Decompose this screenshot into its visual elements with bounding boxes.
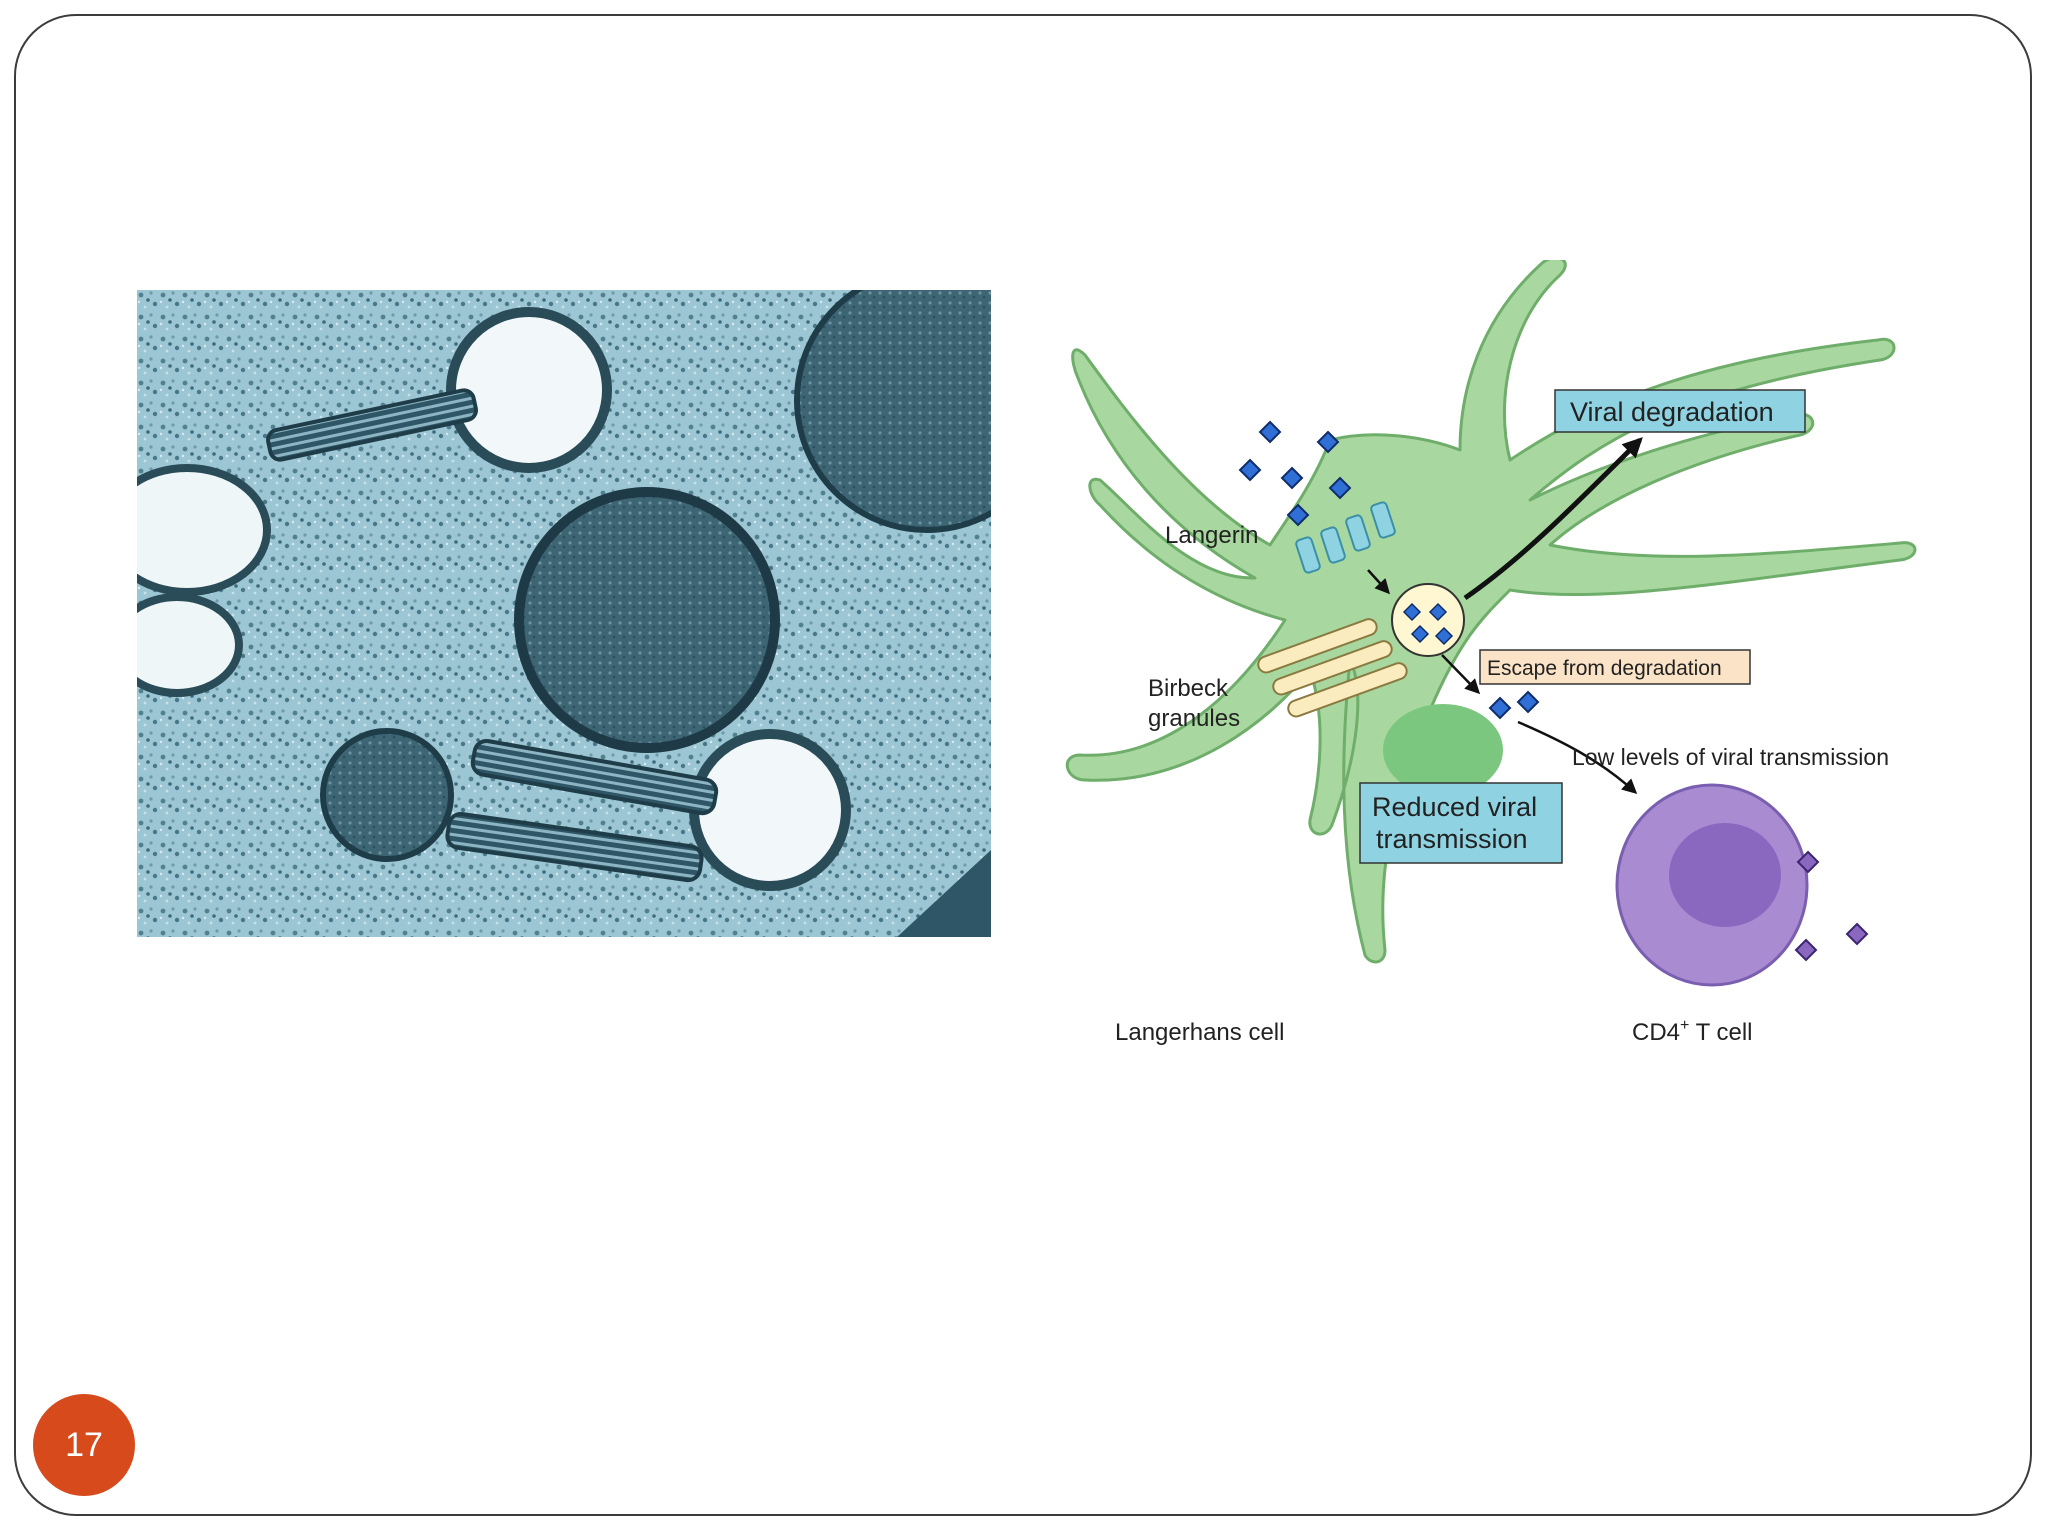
- box-reduced-line2: transmission: [1376, 824, 1528, 854]
- langerin-receptors: [1295, 501, 1396, 574]
- cd4-t-cell-nucleus: [1669, 823, 1781, 927]
- label-langerhans-cell: Langerhans cell: [1115, 1019, 1284, 1046]
- box-escape-text: Escape from degradation: [1487, 657, 1722, 680]
- box-reduced-line1: Reduced viral: [1372, 792, 1537, 822]
- arrow-to-escape: [1441, 654, 1481, 695]
- label-cd4-t-cell: CD4+ T cell: [1632, 1017, 1753, 1046]
- escaped-virions: [1488, 690, 1540, 720]
- birbeck-granule-micrograph: [137, 290, 991, 937]
- label-langerin: Langerin: [1165, 522, 1258, 549]
- box-escape: [1479, 649, 1751, 685]
- birbeck-granule-rods: [1257, 618, 1408, 718]
- label-low-levels: Low levels of viral transmission: [1572, 744, 1889, 770]
- arrow-to-degradation: [1463, 437, 1643, 601]
- langerhans-nucleus: [1383, 704, 1503, 796]
- bound-virions: [1794, 850, 1869, 962]
- box-viral-degradation-text: Viral degradation: [1570, 397, 1774, 427]
- label-birbeck-line2: granules: [1148, 705, 1240, 732]
- hiv-virions: [1238, 420, 1352, 527]
- box-viral-degradation: [1554, 389, 1806, 433]
- arrow-langerin-to-vesicle: [1367, 569, 1391, 595]
- page-number-badge: 17: [33, 1394, 135, 1496]
- langerhans-cell-diagram: Langerin Birbeck granules Langerhans cel…: [1065, 260, 1917, 1046]
- internalized-virions: [1402, 602, 1454, 646]
- box-reduced-transmission: [1359, 782, 1563, 864]
- arrow-to-tcell: [1517, 720, 1638, 795]
- label-birbeck-line1: Birbeck: [1148, 675, 1229, 702]
- endosome-vesicle: [1391, 583, 1465, 657]
